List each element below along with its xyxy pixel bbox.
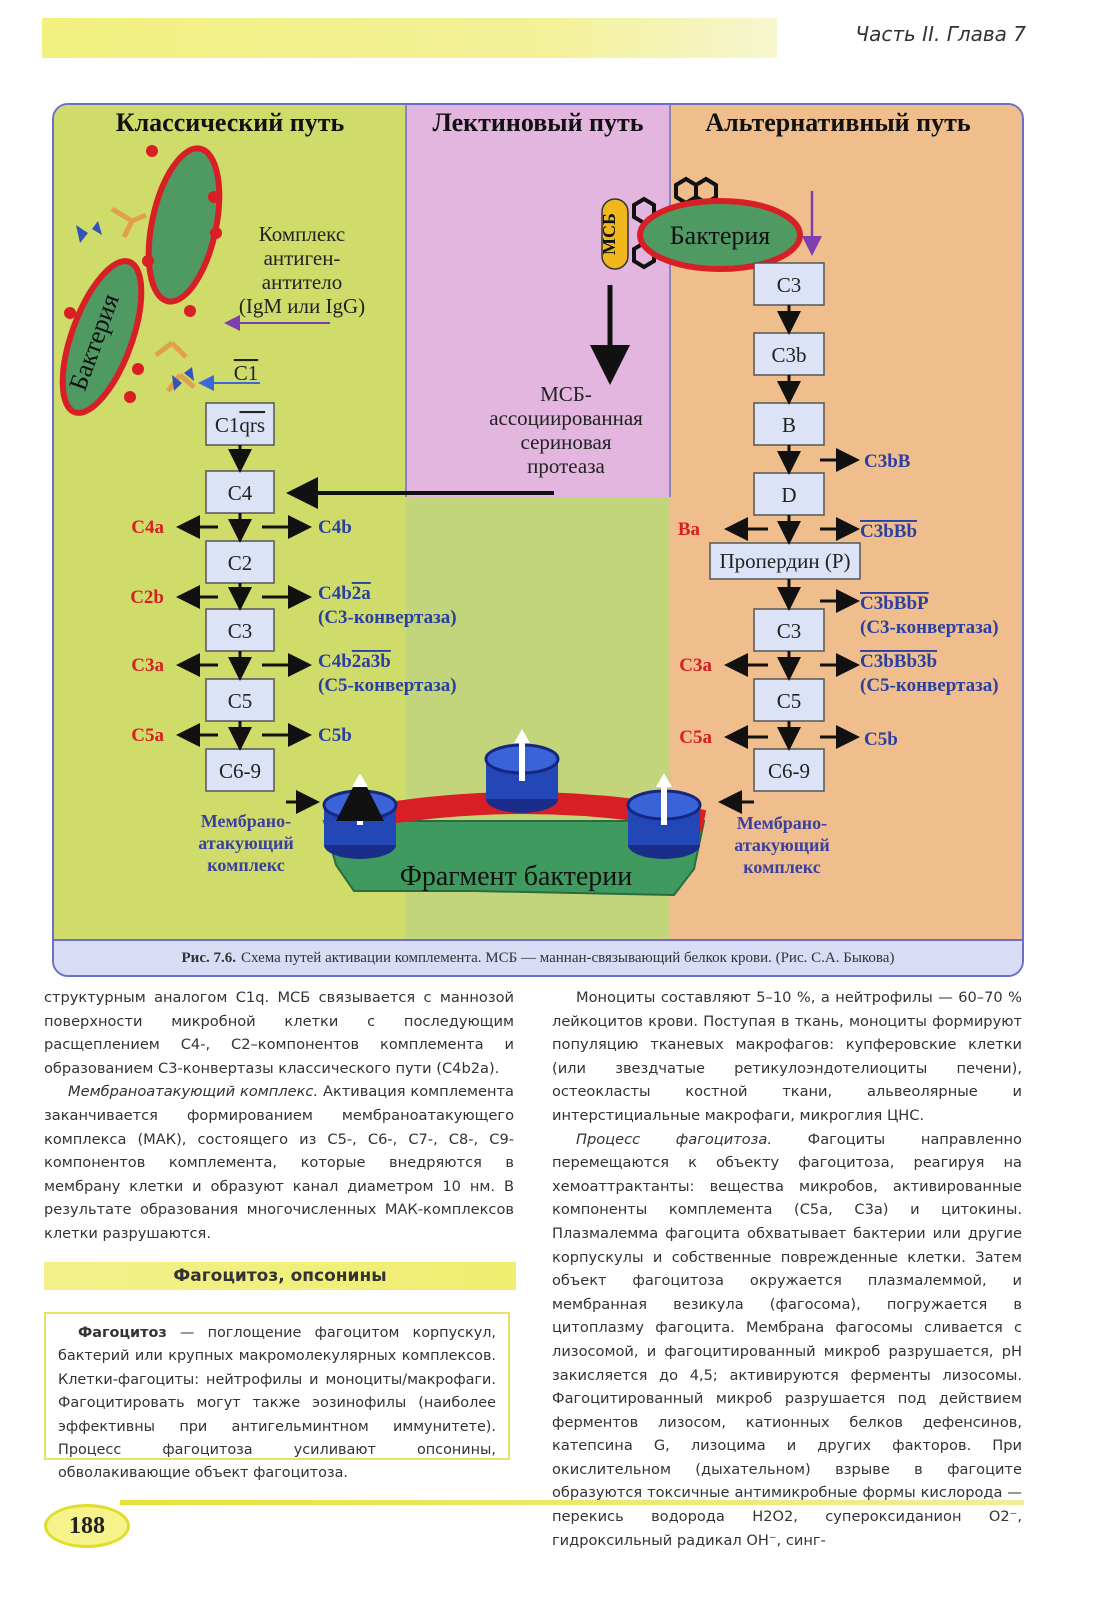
box-c4 — [205, 470, 275, 514]
mac-illustration: Фрагмент бактерии — [322, 729, 707, 897]
definition-text: — поглощение фагоцитом корпускул, бактер… — [58, 1325, 496, 1482]
svg-text:Ba: Ba — [678, 519, 701, 540]
lectin-region — [406, 105, 670, 497]
page-number: 188 — [44, 1504, 130, 1548]
classical-right-labels: C4b C4b2a (C3-конвертаза) C4b2a3b (C5-ко… — [318, 517, 457, 746]
svg-text:(IgM или IgG): (IgM или IgG) — [239, 294, 365, 318]
box-c6-9 — [205, 748, 275, 792]
mac-label-right: Мембрано- атакующий комплекс — [734, 813, 829, 877]
svg-text:C4b2a3b: C4b2a3b — [318, 651, 391, 672]
alternative-left-labels: Ba C3a C5a — [678, 519, 713, 748]
svg-text:C6-9: C6-9 — [768, 759, 810, 783]
svg-text:C3a: C3a — [679, 655, 712, 676]
svg-text:C3: C3 — [777, 273, 802, 297]
svg-text:B: B — [782, 413, 796, 437]
complement-figure: Классический путь Лектиновый путь Альтер… — [52, 103, 1024, 977]
svg-text:МСБ-: МСБ- — [540, 382, 592, 406]
svg-text:антиген-: антиген- — [264, 246, 341, 270]
box-c1qrs — [205, 402, 275, 446]
lectin-protease-label: МСБ- ассоциированная сериновая протеаза — [489, 382, 643, 478]
svg-text:(C3-конвертаза): (C3-конвертаза) — [860, 617, 999, 638]
caption-text: Схема путей активации комплемента. МСБ —… — [240, 949, 895, 966]
svg-text:C3bBbP: C3bBbP — [860, 593, 929, 614]
svg-text:(C3-конвертаза): (C3-конвертаза) — [318, 607, 457, 628]
svg-text:C3: C3 — [777, 619, 802, 643]
svg-text:комплекс: комплекс — [743, 857, 820, 877]
svg-text:(C5-конвертаза): (C5-конвертаза) — [318, 675, 457, 696]
right-column: Моноциты составляют 5–10 %, а нейтрофилы… — [552, 986, 1022, 1552]
definition-box: Фагоцитоз — поглощение фагоцитом корпуск… — [44, 1312, 510, 1481]
svg-text:C4a: C4a — [131, 517, 164, 538]
svg-text:C5: C5 — [228, 689, 253, 713]
svg-text:сериновая: сериновая — [521, 430, 612, 454]
classical-left-labels: C4a C2b C3a C5a — [130, 517, 164, 746]
running-head: Часть II. Глава 7 — [855, 22, 1026, 46]
header-band — [42, 18, 777, 58]
section-title: Фагоцитоз, опсонины — [44, 1262, 516, 1290]
svg-text:C3bBb: C3bBb — [860, 521, 917, 542]
right-paragraph-1: Моноциты составляют 5–10 %, а нейтрофилы… — [552, 989, 1022, 1124]
svg-text:D: D — [781, 483, 796, 507]
bottom-rule — [120, 1500, 1024, 1505]
svg-text:C3bB: C3bB — [864, 451, 911, 472]
svg-text:C3: C3 — [228, 619, 253, 643]
svg-text:Мембрано-: Мембрано- — [737, 813, 827, 833]
alternative-bacterium: Бактерия — [637, 198, 803, 272]
left-paragraph-2: Мембраноатакующий комплекс. Активация ко… — [44, 1083, 514, 1242]
svg-text:C2b: C2b — [130, 587, 164, 608]
svg-text:ассоциированная: ассоциированная — [489, 406, 643, 430]
svg-text:комплекс: комплекс — [207, 855, 284, 875]
left-column: структурным аналогом C1q. МСБ связываетс… — [44, 986, 514, 1246]
svg-text:C6-9: C6-9 — [219, 759, 261, 783]
svg-text:атакующий: атакующий — [198, 833, 293, 853]
box-c5 — [205, 678, 275, 722]
alternative-arrows — [718, 305, 860, 814]
box-c3 — [205, 608, 275, 652]
header-classical: Классический путь — [116, 108, 345, 137]
svg-text:протеаза: протеаза — [527, 454, 605, 478]
c1-label: C1 — [234, 361, 259, 385]
complex-label: Комплекс антиген- антитело (IgM или IgG) — [239, 222, 365, 318]
svg-text:C5: C5 — [777, 689, 802, 713]
complement-diagram: Классический путь Лектиновый путь Альтер… — [54, 105, 1022, 941]
svg-text:C3a: C3a — [131, 655, 164, 676]
figure-caption: Рис. 7.6. Схема путей активации комплеме… — [54, 939, 1022, 975]
alternative-right-labels: C3bB C3bBb C3bBbP (C3-конвертаза) C3bBb3… — [860, 451, 999, 750]
svg-text:C5b: C5b — [864, 729, 898, 750]
svg-text:Пропердин (P): Пропердин (P) — [719, 549, 850, 573]
mac-label-left: Мембрано- атакующий комплекс — [198, 811, 293, 875]
classical-arrows — [176, 445, 320, 814]
classical-chain: C1qrs C4 C2 C3 C5 C6-9 — [205, 402, 275, 792]
svg-text:C5b: C5b — [318, 725, 352, 746]
caption-label: Рис. 7.6. — [181, 949, 236, 966]
svg-text:C2: C2 — [228, 551, 253, 575]
svg-text:C4b2a: C4b2a — [318, 583, 371, 604]
svg-text:C5a: C5a — [131, 725, 164, 746]
right-paragraph-2: Процесс фагоцитоза. Фагоциты направленно… — [552, 1130, 1022, 1549]
header-alternative: Альтернативный путь — [705, 108, 971, 137]
svg-text:(C5-конвертаза): (C5-конвертаза) — [860, 675, 999, 696]
svg-text:антитело: антитело — [262, 270, 342, 294]
svg-text:C5a: C5a — [679, 727, 712, 748]
svg-text:C4b: C4b — [318, 517, 352, 538]
lectin-msb: МСБ — [599, 176, 718, 270]
svg-text:C3b: C3b — [771, 343, 806, 367]
svg-text:Мембрано-: Мембрано- — [201, 811, 291, 831]
svg-text:атакующий: атакующий — [734, 835, 829, 855]
definition-term: Фагоцитоз — [78, 1325, 167, 1341]
header-lectin: Лектиновый путь — [432, 108, 643, 137]
svg-text:C4: C4 — [228, 481, 253, 505]
classical-bacteria: Бактерия — [59, 145, 223, 416]
svg-text:C3bBb3b: C3bBb3b — [860, 651, 937, 672]
svg-text:C1qrs: C1qrs — [215, 413, 265, 437]
svg-text:Комплекс: Комплекс — [259, 222, 345, 246]
msb-label: МСБ — [599, 213, 619, 255]
alternative-chain: C3 C3b B D Пропердин (P) C3 C5 C6-9 — [709, 262, 861, 792]
left-paragraph-1: структурным аналогом C1q. МСБ связываетс… — [44, 989, 514, 1077]
svg-text:Бактерия: Бактерия — [670, 221, 771, 250]
fragment-label: Фрагмент бактерии — [400, 861, 633, 892]
